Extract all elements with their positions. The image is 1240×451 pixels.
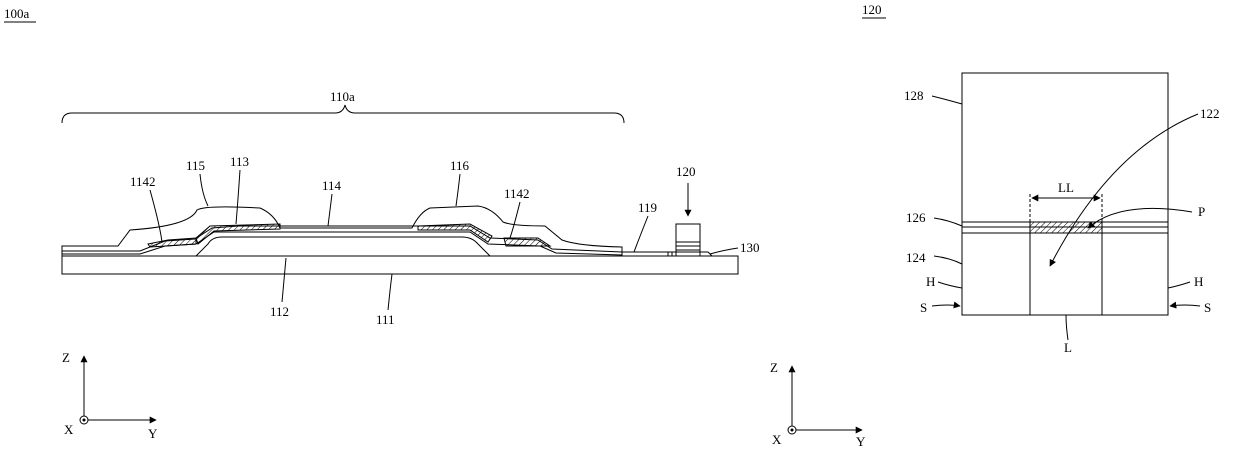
axis-z-left: Z (62, 350, 70, 365)
substrate-111 (62, 256, 738, 274)
label-119: 119 (638, 200, 657, 215)
label-116: 116 (450, 158, 470, 173)
axis-y-left: Y (148, 426, 158, 441)
figure-left: 100a 110a 115 113 (4, 6, 760, 441)
label-120: 120 (676, 164, 696, 179)
figure-left-id-label: 100a (4, 6, 30, 21)
figure-right: 120 LL 128 122 P 126 124 H H S S L (770, 2, 1220, 449)
label-p: P (1198, 204, 1205, 219)
label-113: 113 (230, 154, 249, 169)
label-s-right: S (1204, 300, 1211, 315)
leader-130 (710, 248, 738, 254)
label-115: 115 (186, 158, 205, 173)
arrow-s-left (932, 305, 960, 306)
axis-x-right: X (772, 432, 782, 447)
brace-110a (62, 105, 624, 123)
leader-116 (456, 174, 460, 206)
axis-z-right: Z (770, 360, 778, 375)
label-1142-right: 1142 (504, 186, 530, 201)
label-h-right: H (1194, 274, 1203, 289)
label-110a: 110a (330, 89, 355, 104)
region-p (1030, 222, 1102, 233)
axis-y-right: Y (856, 434, 866, 449)
figure-right-id-label: 120 (862, 2, 882, 17)
label-l: L (1064, 340, 1072, 355)
axis-indicator-right: Z Y X (770, 360, 866, 449)
arrow-s-right (1170, 305, 1200, 306)
gate-112 (196, 237, 490, 256)
leader-124 (934, 256, 962, 264)
label-ll: LL (1058, 180, 1074, 195)
label-s-left: S (920, 300, 927, 315)
leader-115 (200, 174, 208, 206)
leader-111 (388, 274, 392, 310)
leader-h-right (1168, 282, 1190, 288)
label-126: 126 (906, 210, 926, 225)
leader-h-left (938, 282, 962, 288)
label-114: 114 (322, 178, 342, 193)
label-124: 124 (906, 250, 926, 265)
label-111: 111 (376, 312, 395, 327)
layer-119 (622, 252, 672, 256)
leader-126 (934, 218, 962, 226)
label-112: 112 (270, 304, 289, 319)
label-h-left: H (926, 274, 935, 289)
label-128: 128 (904, 88, 924, 103)
leader-l (1066, 315, 1068, 340)
label-130: 130 (740, 240, 760, 255)
leader-128 (932, 96, 962, 104)
component-120 (676, 224, 700, 256)
axis-indicator-left: Z Y X (62, 350, 158, 441)
label-122: 122 (1200, 106, 1220, 121)
leader-114 (328, 194, 332, 226)
axis-x-left: X (64, 422, 74, 437)
label-1142-left: 1142 (130, 174, 156, 189)
leader-119 (634, 216, 648, 252)
